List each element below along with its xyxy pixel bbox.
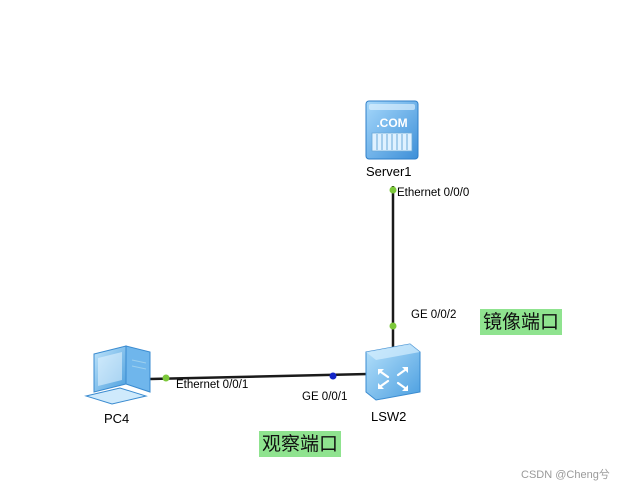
port-label-pc-eth: Ethernet 0/0/1 bbox=[176, 379, 249, 391]
pc-icon[interactable] bbox=[84, 345, 151, 405]
server-icon[interactable]: .COM bbox=[365, 100, 419, 160]
port-dot-server-eth bbox=[389, 186, 397, 194]
port-label-switch-ge1: GE 0/0/1 bbox=[302, 391, 348, 403]
port-label-switch-ge2: GE 0/0/2 bbox=[411, 309, 457, 321]
port-dot-pc-eth bbox=[162, 374, 170, 382]
server-badge: .COM bbox=[376, 116, 407, 130]
port-dot-switch-ge1 bbox=[329, 372, 337, 380]
mirror-port-annotation: 镜像端口 bbox=[480, 309, 563, 335]
server-name-label: Server1 bbox=[366, 164, 412, 179]
port-dot-switch-ge2 bbox=[389, 322, 397, 330]
watermark: CSDN @Cheng兮 bbox=[521, 469, 610, 481]
observe-port-annotation: 观察端口 bbox=[259, 431, 342, 457]
switch-name-label: LSW2 bbox=[371, 409, 407, 424]
switch-icon[interactable] bbox=[365, 343, 421, 401]
pc-name-label: PC4 bbox=[104, 411, 130, 426]
port-label-server-eth: Ethernet 0/0/0 bbox=[397, 187, 470, 199]
